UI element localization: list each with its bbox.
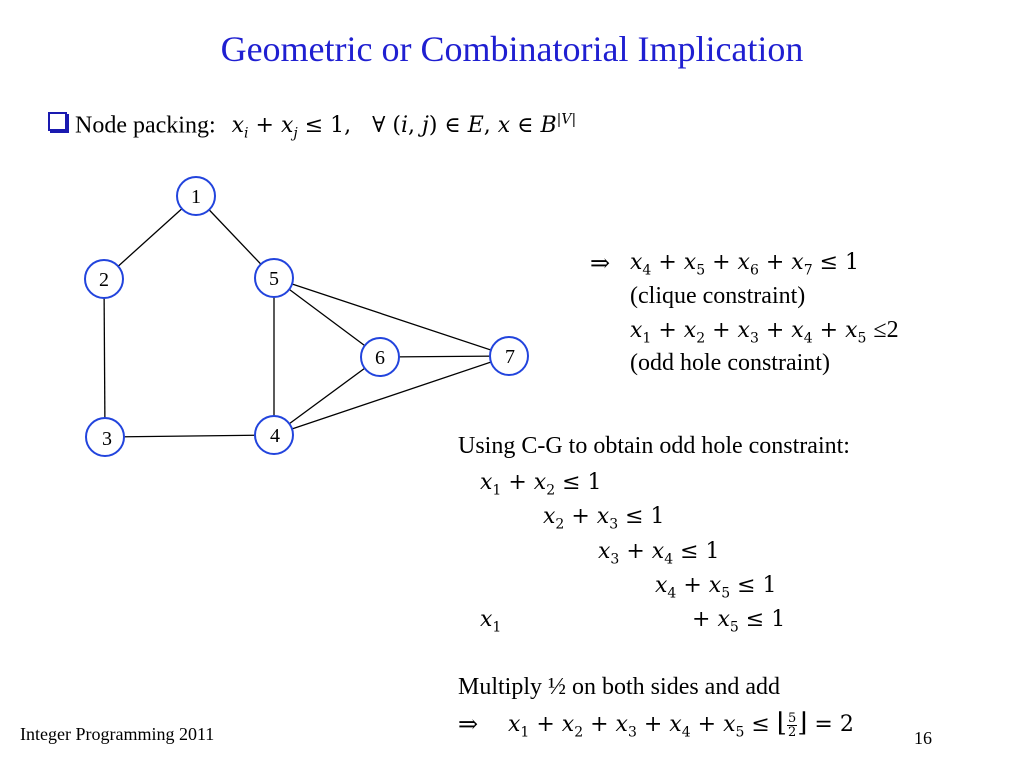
- node-2-label: 2: [99, 269, 109, 291]
- node-1-label: 1: [191, 186, 201, 208]
- implies-arrow: ⇒: [590, 251, 611, 277]
- bullet-label: Node packing:: [75, 112, 216, 139]
- node-7-label: 7: [505, 346, 515, 368]
- edge-6-7: [379, 355, 510, 358]
- edge-5-7: [273, 277, 510, 357]
- cg-row-5-left: x1: [480, 607, 502, 636]
- cg-row-1: x1 + x2 ≤ 1: [480, 470, 602, 499]
- edge-7-4: [273, 355, 510, 436]
- cg-row-4: x4 + x5 ≤ 1: [655, 573, 777, 602]
- cg-row-2: x2 + x3 ≤ 1: [543, 504, 665, 533]
- node-1-circle: [176, 176, 216, 216]
- node-3-label: 3: [102, 428, 112, 450]
- slide-title: Geometric or Combinatorial Implication: [220, 29, 804, 69]
- clique-label: (clique constraint): [630, 283, 806, 309]
- edge-6-4: [273, 356, 381, 436]
- cg-row-5-right: + x5 ≤ 1: [692, 607, 786, 636]
- node-5-circle: [254, 258, 294, 298]
- node-6-circle: [360, 337, 400, 377]
- node-packing-formula: xi + xj ≤ 1, ∀ (i, j) ∈ E, x ∈ B|V|: [231, 112, 577, 142]
- page-number: 16: [914, 728, 932, 748]
- cg-heading: Using C-G to obtain odd hole constraint:: [458, 433, 850, 459]
- node-2-circle: [84, 259, 124, 299]
- node-6-label: 6: [375, 347, 385, 369]
- edge-2-3: [103, 278, 106, 438]
- odd-hole-inequality: x1 + x2 + x3 + x4 + x5 ≤2: [630, 317, 899, 347]
- edge-5-6: [273, 277, 381, 358]
- multiply-text: Multiply ½ on both sides and add: [458, 674, 780, 700]
- cg-row-3: x3 + x4 ≤ 1: [598, 539, 720, 568]
- node-4-circle: [254, 415, 294, 455]
- clique-inequality: x4 + x5 + x6 + x7 ≤ 1: [630, 250, 860, 279]
- node-5-label: 5: [269, 268, 279, 290]
- edge-1-2: [103, 195, 197, 280]
- edge-3-4: [104, 434, 275, 438]
- footer-course: Integer Programming 2011: [20, 724, 215, 744]
- node-packing-bullet: Node packing: xi + xj ≤ 1, ∀ (i, j) ∈ E,…: [48, 112, 576, 142]
- node-4-label: 4: [270, 425, 280, 447]
- node-7-circle: [489, 336, 529, 376]
- node-3-circle: [85, 417, 125, 457]
- final-arrow: ⇒: [458, 712, 479, 738]
- checkbox-bullet-icon: [48, 112, 67, 132]
- odd-hole-label: (odd hole constraint): [630, 350, 830, 376]
